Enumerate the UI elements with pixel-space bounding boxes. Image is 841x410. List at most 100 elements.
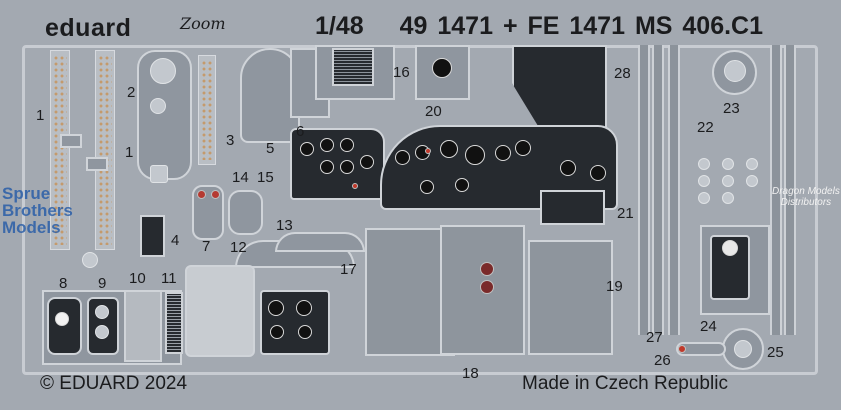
gauge-dial [560, 160, 576, 176]
gauge-dial [722, 240, 738, 256]
watermark-line: Sprue [2, 184, 51, 203]
strap-perforation [98, 55, 112, 245]
gauge-dial [340, 138, 354, 152]
gauge-dial [395, 150, 410, 165]
gauge-dial [440, 140, 458, 158]
part-number-16: 16 [393, 64, 410, 81]
part-number-25: 25 [767, 344, 784, 361]
watermark-line: Models [2, 218, 61, 237]
part-number-2: 2 [127, 84, 136, 101]
header-title: 1/48 49 1471 + FE 1471 MS 406.C1 [315, 12, 763, 41]
part-number-22: 22 [697, 119, 714, 136]
lever-part-14 [228, 190, 263, 235]
gauge-dial [320, 138, 334, 152]
switch-panel-part-21 [540, 190, 605, 225]
strap-end-ring [82, 252, 98, 268]
strap-perforation [201, 60, 213, 160]
rivet-disc [698, 158, 710, 170]
gauge-dial [300, 142, 314, 156]
rail-part-22 [652, 45, 664, 335]
rail-part-22 [638, 45, 650, 335]
strap-buckle [60, 134, 82, 148]
belt-ring [150, 98, 166, 114]
watermark-line: Distributors [780, 197, 832, 208]
zoom-logo: Zoom [180, 14, 226, 33]
placard-part-4 [140, 215, 165, 257]
copyright-notice: © EDUARD 2024 [40, 373, 188, 394]
part-number-20: 20 [425, 103, 442, 120]
gauge-face [724, 60, 746, 82]
gauge-dial [270, 325, 284, 339]
rivet-disc [722, 175, 734, 187]
part-number-14: 14 [232, 169, 249, 186]
watermark-line: Dragon Models [772, 186, 840, 197]
canopy-frame-part-17 [275, 232, 365, 252]
gauge-dial [55, 312, 69, 326]
gauge-dial [495, 145, 511, 161]
strap-perforation [53, 55, 67, 245]
part-number-11: 11 [161, 270, 177, 287]
grille-part-16 [332, 48, 374, 86]
strap-buckle [86, 157, 108, 171]
rivet-disc [746, 158, 758, 170]
gauge-dial [296, 300, 312, 316]
rivet-disc [698, 175, 710, 187]
part-number-21: 21 [617, 205, 634, 222]
part-number-1b: 1 [125, 144, 134, 161]
gauge-dial [420, 180, 434, 194]
rivet-disc [722, 158, 734, 170]
watermark-right: Dragon Models Distributors [772, 186, 840, 208]
watermark-line: Brothers [2, 201, 73, 220]
panel-part-10 [124, 290, 162, 362]
seat-back-part-12 [185, 265, 255, 357]
warning-lamp [352, 183, 358, 189]
gauge-dial [515, 140, 531, 156]
part-number-3: 3 [226, 132, 235, 149]
part-number-24: 24 [700, 318, 717, 335]
rivet-disc [746, 175, 758, 187]
gauge-dial [432, 58, 452, 78]
scale-label: 1/48 [315, 12, 364, 40]
gauge-dial [590, 165, 606, 181]
part-number-5: 5 [266, 140, 275, 157]
valve-hub [734, 340, 752, 358]
gauge-dial [455, 178, 469, 192]
instrument-subpanel [260, 290, 330, 355]
part-number-10: 10 [129, 270, 146, 287]
part-number-28: 28 [614, 65, 631, 82]
part-number-17: 17 [340, 261, 357, 278]
rail-part-27 [784, 45, 796, 335]
rivet-marker [480, 280, 494, 294]
watermark-left: Sprue Brothers Models [2, 185, 73, 236]
gauge-dial [360, 155, 374, 169]
part-number-4: 4 [171, 232, 180, 249]
rivet-disc [722, 192, 734, 204]
part-number-26: 26 [654, 352, 671, 369]
part-number-1a: 1 [36, 107, 45, 124]
lever-knob [678, 345, 686, 353]
part-number-18: 18 [462, 365, 479, 382]
gauge-dial [465, 145, 485, 165]
part-number-7: 7 [202, 238, 211, 255]
origin-notice: Made in Czech Republic [522, 373, 728, 394]
grille-part-11 [165, 292, 183, 354]
floor-plate-part-19 [528, 240, 613, 355]
product-code: 49 1471 + FE 1471 MS 406.C1 [399, 12, 763, 40]
part-number-9: 9 [98, 275, 107, 292]
part-number-27: 27 [646, 329, 663, 346]
gauge-dial [340, 160, 354, 174]
part-number-15: 15 [257, 169, 274, 186]
throttle-knob [197, 190, 206, 199]
buckle-triangle [150, 165, 168, 183]
rivet-disc [698, 192, 710, 204]
warning-lamp [425, 148, 431, 154]
part-number-6: 6 [296, 123, 305, 140]
part-number-12: 12 [230, 239, 247, 256]
panel-hole [95, 325, 109, 339]
gauge-dial [268, 300, 284, 316]
lever-part-26 [676, 342, 726, 356]
panel-part-8 [47, 297, 82, 355]
part-number-13: 13 [276, 217, 293, 234]
belt-ring [150, 58, 176, 84]
